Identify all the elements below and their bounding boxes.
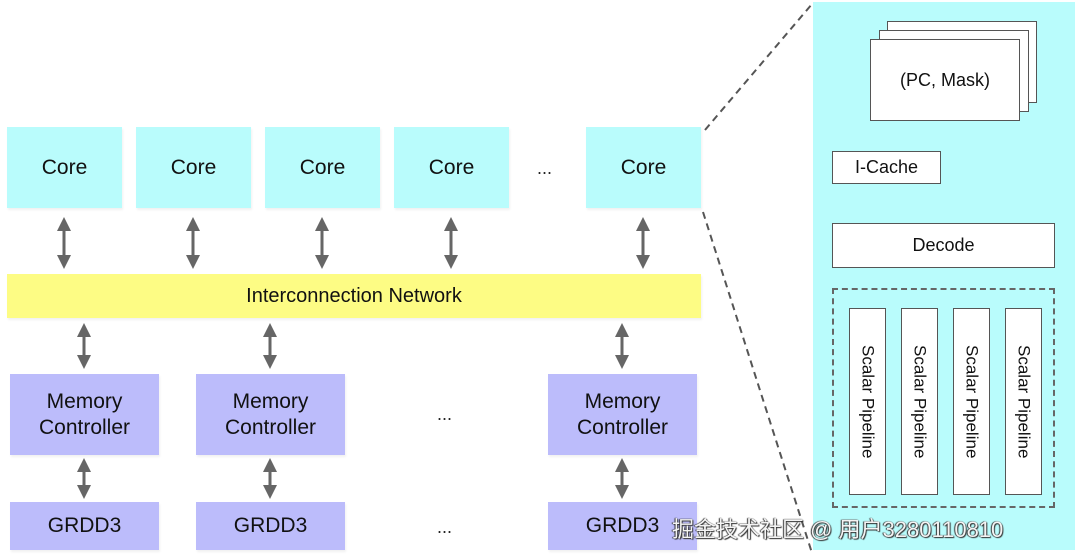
watermark: 掘金技术社区 @ 用户3280110810 [672,517,1004,542]
pipeline-label: Scalar Pipeline [1014,344,1034,459]
core-box-4: Core [394,127,509,208]
arrow-mc3-dram3-icon [615,458,629,499]
scalar-pipeline-4: Scalar Pipeline [1005,308,1042,495]
interconnect-label: Interconnection Network [246,284,462,307]
memory-controller-line2: Controller [576,415,669,439]
memory-controller-line1: Memory [232,389,309,413]
core-box-5: Core [586,127,701,208]
arrow-mc2-dram2-icon [263,458,277,499]
memory-controller-line1: Memory [584,389,661,413]
arrow-core4-network-icon [444,217,458,269]
zoom-line-bottom [702,211,813,554]
scalar-pipeline-3: Scalar Pipeline [953,308,990,495]
arrow-core1-network-icon [57,217,71,269]
core-label: Core [428,155,475,179]
decode-box: Decode [832,223,1055,268]
warp-state-box: (PC, Mask) [870,39,1020,121]
arrow-core3-network-icon [315,217,329,269]
zoom-line-top [704,3,813,131]
pipelines-group: Scalar Pipeline Scalar Pipeline Scalar P… [832,288,1055,508]
core-box-2: Core [136,127,251,208]
memory-controller-line1: Memory [46,389,123,413]
arrow-core5-network-icon [636,217,650,269]
memory-controller-2: Memory Controller [196,374,345,455]
core-label: Core [170,155,217,179]
warp-state-label: (PC, Mask) [900,69,990,90]
dram-module-1: GRDD3 [10,502,159,550]
core-label: Core [620,155,667,179]
pipeline-label: Scalar Pipeline [910,344,930,459]
pipeline-label: Scalar Pipeline [858,344,878,459]
arrow-network-mc2-icon [263,323,277,369]
memory-controller-1: Memory Controller [10,374,159,455]
memory-controller-line2: Controller [224,415,317,439]
memory-controller-line2: Controller [38,415,131,439]
core-label: Core [41,155,88,179]
arrow-network-mc3-icon [615,323,629,369]
interconnection-network: Interconnection Network [7,274,701,318]
arrow-network-mc1-icon [77,323,91,369]
pipeline-label: Scalar Pipeline [962,344,982,459]
dram-module-3: GRDD3 [548,502,697,550]
decode-label: Decode [912,235,975,255]
memory-ellipsis: ... [437,404,453,424]
scalar-pipeline-1: Scalar Pipeline [849,308,886,495]
arrow-mc1-dram1-icon [77,458,91,499]
core-box-3: Core [265,127,380,208]
core-label: Core [299,155,346,179]
dram-label: GRDD3 [585,514,660,537]
memory-controller-3: Memory Controller [548,374,697,455]
icache-box: I-Cache [832,151,941,184]
arrow-core2-network-icon [186,217,200,269]
core-box-1: Core [7,127,122,208]
dram-label: GRDD3 [47,514,122,537]
core-ellipsis: ... [537,158,553,178]
dram-module-2: GRDD3 [196,502,345,550]
icache-label: I-Cache [854,157,919,177]
dram-label: GRDD3 [233,514,308,537]
core-detail-panel: (PC, Mask) I-Cache Decode Scalar Pipelin… [813,2,1075,550]
dram-ellipsis: ... [437,517,453,537]
scalar-pipeline-2: Scalar Pipeline [901,308,938,495]
